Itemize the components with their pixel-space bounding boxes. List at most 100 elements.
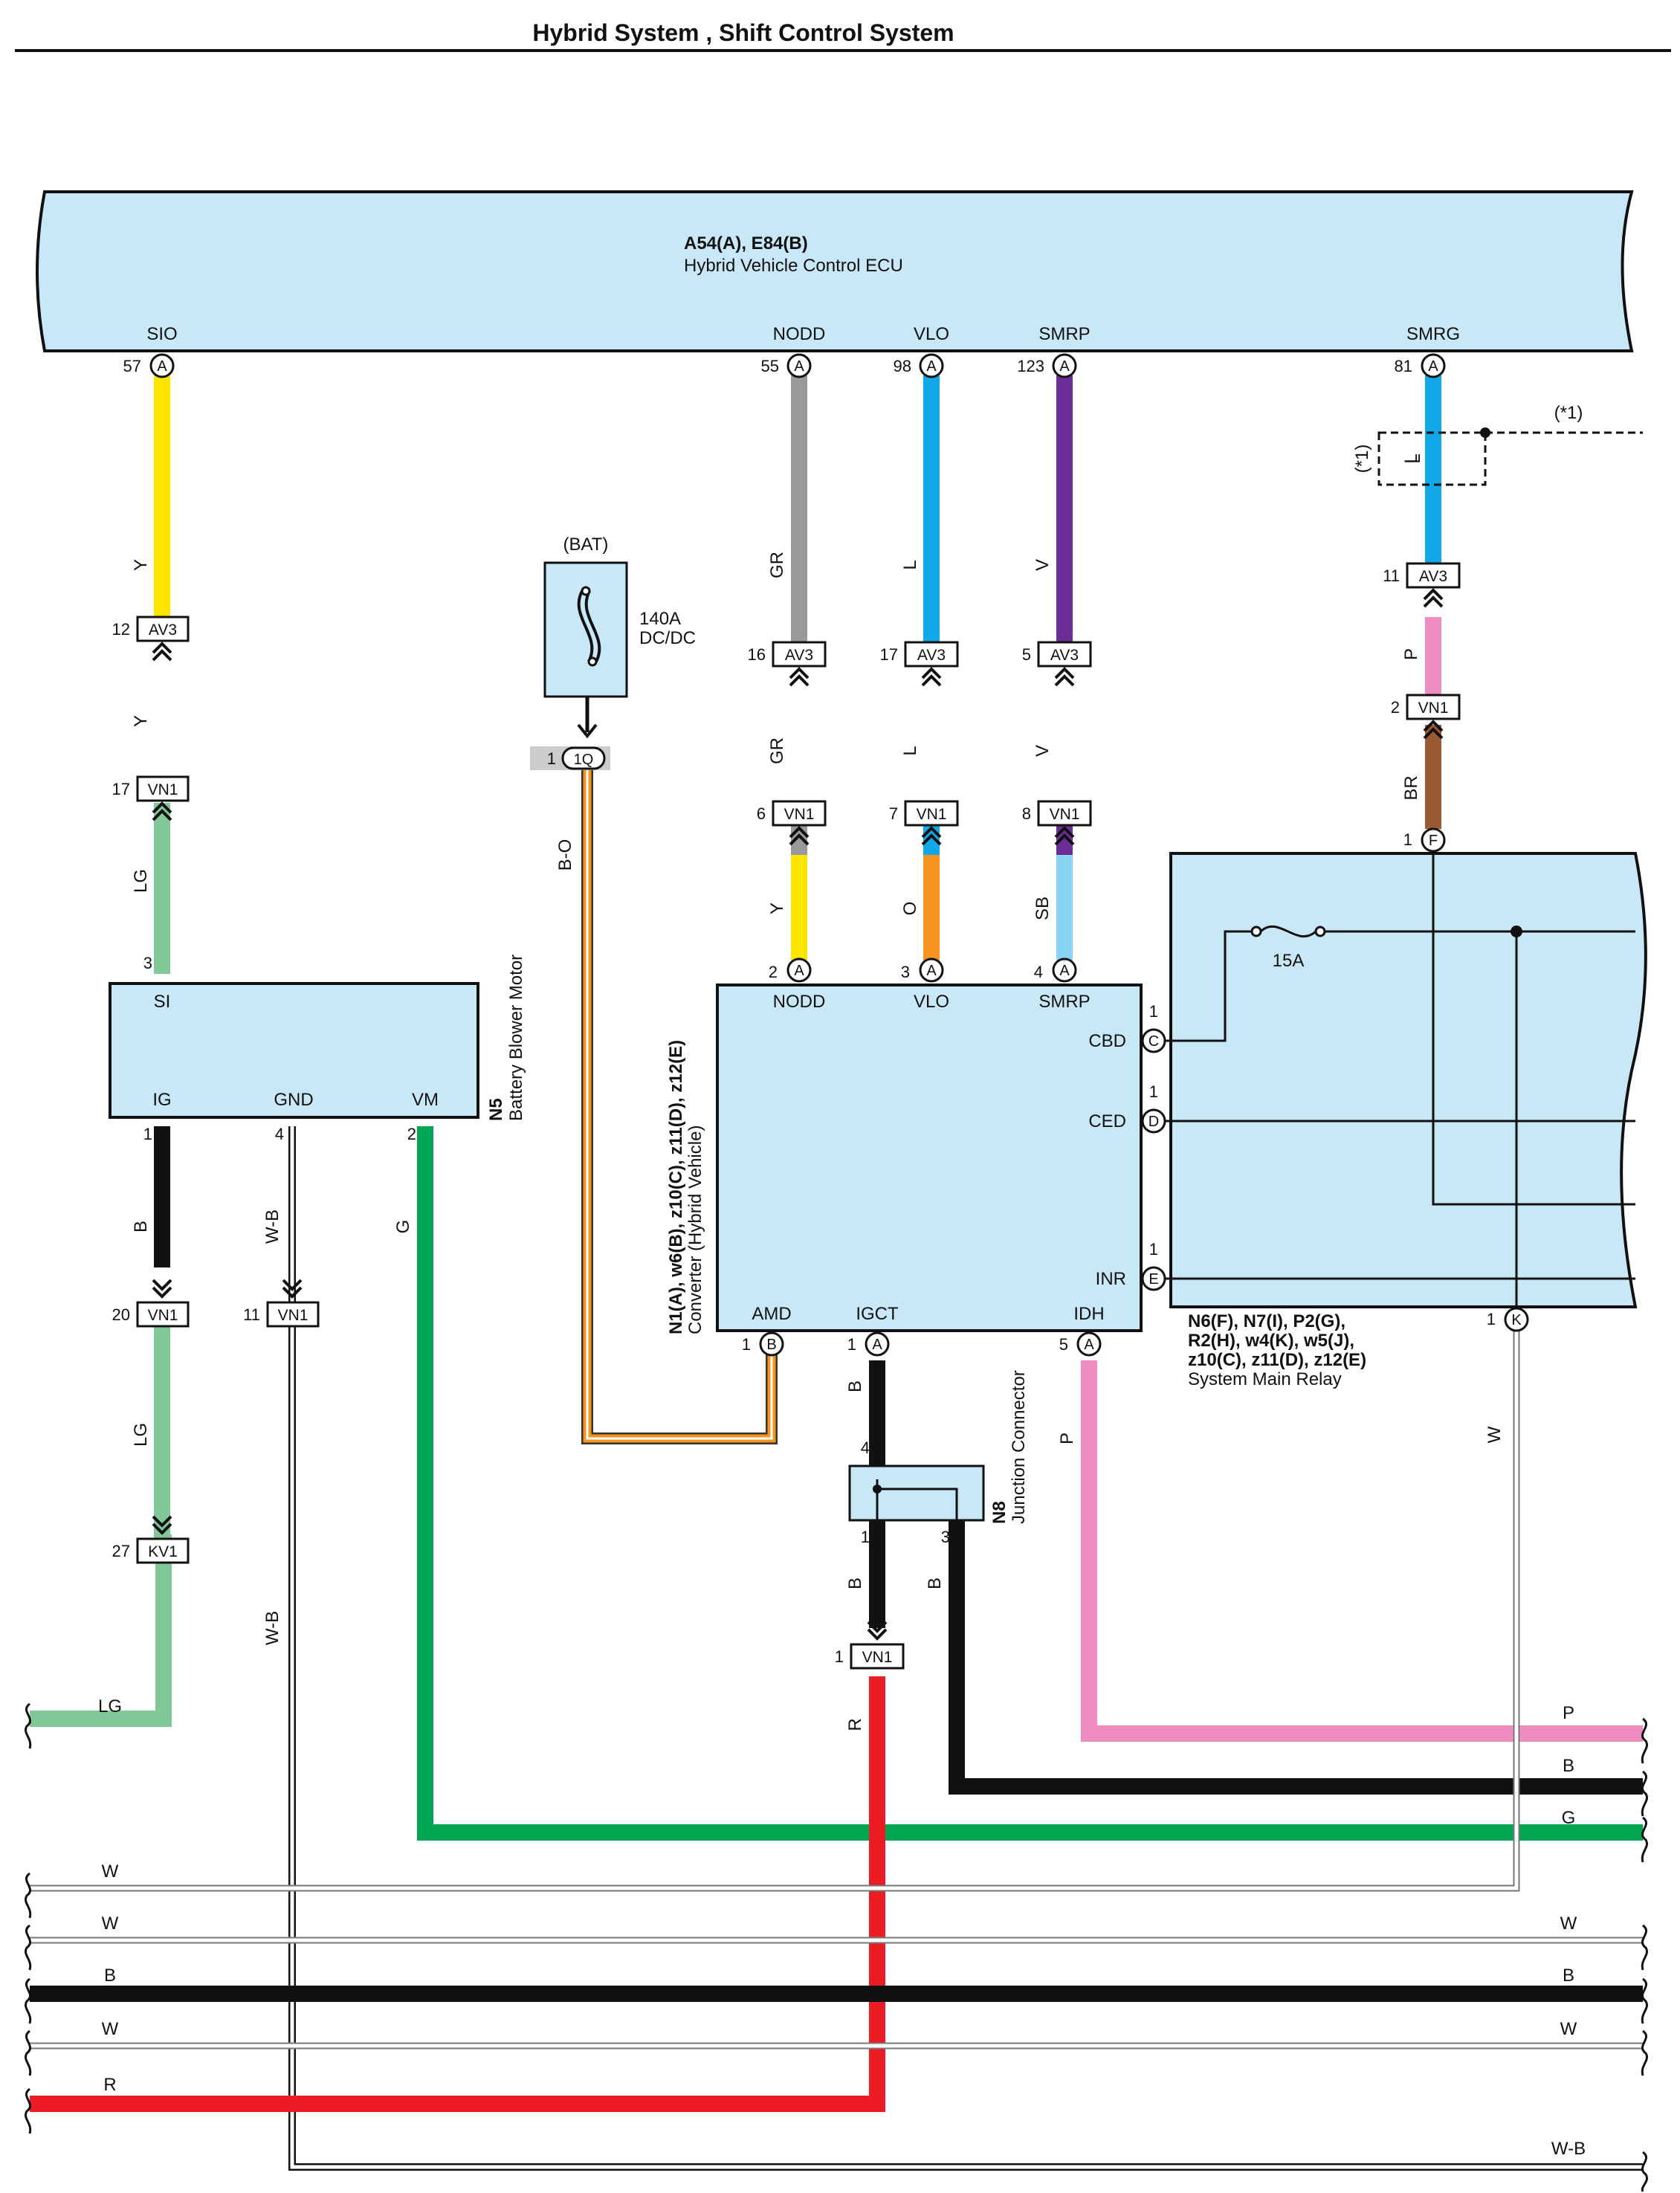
svg-text:1: 1 (1403, 830, 1412, 849)
svg-text:VN1: VN1 (862, 1649, 893, 1666)
svg-text:P: P (1057, 1433, 1077, 1444)
converter-hybrid-vehicle: N1(A), w6(B), z10(C), z11(D), z12(E) Con… (666, 957, 1166, 1357)
svg-text:Y: Y (131, 559, 151, 571)
svg-text:VN1: VN1 (1050, 806, 1080, 823)
svg-text:6: 6 (757, 804, 766, 823)
svg-text:V: V (1033, 559, 1053, 571)
ecu-box: A54(A), E84(B) Hybrid Vehicle Control EC… (36, 190, 1634, 352)
svg-text:3: 3 (901, 963, 910, 981)
svg-text:123: 123 (1017, 357, 1044, 375)
svg-text:81: 81 (1395, 357, 1412, 375)
ecu-terminal-sio: SIO 57 A (123, 324, 178, 378)
ecu-name: A54(A), E84(B) (684, 233, 808, 253)
svg-text:(*1): (*1) (1554, 403, 1583, 423)
ecu-terminal-smrp: SMRP 123 A (1017, 324, 1091, 378)
svg-text:8: 8 (1022, 804, 1031, 823)
connector-vn1-1: VN1 1 (835, 1621, 905, 1670)
svg-text:SB: SB (1033, 897, 1053, 920)
svg-text:B: B (131, 1221, 151, 1233)
svg-text:A: A (794, 358, 804, 375)
svg-text:L: L (1404, 453, 1424, 463)
svg-text:N1(A), w6(B), z10(C), z11(D),: N1(A), w6(B), z10(C), z11(D), z12(E) (666, 1040, 686, 1334)
svg-text:VN1: VN1 (148, 1307, 178, 1324)
svg-text:A: A (794, 963, 804, 979)
svg-text:98: 98 (894, 357, 911, 375)
svg-text:VLO: VLO (914, 992, 949, 1012)
svg-text:12: 12 (112, 620, 130, 639)
svg-text:A: A (1428, 358, 1438, 375)
svg-text:R: R (103, 2075, 116, 2095)
svg-text:LG: LG (131, 869, 151, 893)
svg-text:z10(C), z11(D), z12(E): z10(C), z11(D), z12(E) (1188, 1350, 1366, 1370)
svg-text:A: A (926, 358, 937, 375)
connector-av3-5: AV3 5 (1022, 641, 1092, 687)
svg-text:CBD: CBD (1088, 1031, 1126, 1051)
svg-text:L: L (900, 746, 920, 755)
ecu-terminal-nodd: NODD 55 A (761, 324, 825, 378)
svg-text:AV3: AV3 (785, 647, 813, 664)
svg-text:B: B (766, 1337, 776, 1353)
svg-text:GND: GND (274, 1090, 313, 1110)
svg-text:17: 17 (112, 780, 130, 798)
page-title: Hybrid System , Shift Control System (532, 19, 954, 46)
svg-text:B: B (845, 1577, 865, 1589)
svg-text:VN1: VN1 (278, 1307, 308, 1324)
svg-text:C: C (1148, 1033, 1159, 1050)
svg-text:R: R (845, 1718, 865, 1731)
svg-text:LG: LG (131, 1423, 151, 1447)
svg-text:BR: BR (1401, 775, 1421, 800)
svg-text:SMRP: SMRP (1038, 324, 1090, 344)
svg-text:G: G (393, 1220, 413, 1234)
svg-text:1: 1 (1487, 1310, 1496, 1328)
svg-text:VN1: VN1 (148, 781, 178, 798)
svg-text:7: 7 (889, 804, 898, 823)
svg-text:AV3: AV3 (1050, 647, 1079, 664)
svg-text:1: 1 (1149, 1002, 1158, 1021)
svg-text:AV3: AV3 (1419, 568, 1447, 585)
svg-text:5: 5 (1022, 645, 1031, 664)
optional-block: (*1) (*1) L (1352, 403, 1643, 486)
svg-text:15A: 15A (1273, 951, 1305, 971)
svg-text:D: D (1148, 1114, 1159, 1130)
svg-text:VM: VM (412, 1090, 439, 1110)
svg-text:SMRP: SMRP (1038, 992, 1090, 1012)
svg-text:IG: IG (152, 1090, 171, 1110)
svg-text:F: F (1429, 833, 1438, 849)
svg-text:G: G (1562, 1808, 1576, 1828)
svg-text:Converter (Hybrid Vehicle): Converter (Hybrid Vehicle) (685, 1125, 705, 1334)
connector-vn1-11: VN1 11 (243, 1279, 320, 1328)
svg-text:W: W (1560, 1913, 1577, 1934)
svg-text:W-B: W-B (262, 1611, 282, 1645)
svg-text:AV3: AV3 (149, 621, 177, 639)
wires (30, 375, 1643, 2171)
svg-text:11: 11 (1383, 566, 1400, 585)
svg-text:N5: N5 (486, 1098, 506, 1121)
svg-text:1: 1 (143, 1125, 152, 1143)
svg-text:SMRG: SMRG (1406, 324, 1460, 344)
svg-text:1: 1 (742, 1335, 751, 1354)
svg-text:55: 55 (761, 357, 779, 375)
svg-text:K: K (1511, 1312, 1522, 1328)
svg-text:V: V (1033, 745, 1053, 757)
svg-text:B: B (104, 1966, 116, 1986)
connector-vn1-17: VN1 17 (112, 775, 190, 821)
svg-text:P: P (1401, 648, 1421, 660)
svg-text:VLO: VLO (914, 324, 949, 344)
svg-text:27: 27 (112, 1542, 130, 1560)
svg-text:W: W (102, 1913, 119, 1934)
svg-text:Battery Blower Motor: Battery Blower Motor (506, 955, 526, 1121)
svg-text:16: 16 (748, 645, 766, 664)
svg-text:System Main Relay: System Main Relay (1188, 1369, 1342, 1389)
svg-text:2: 2 (407, 1125, 416, 1143)
svg-text:Junction Connector: Junction Connector (1009, 1370, 1029, 1524)
connector-vn1-2: VN1 2 (1391, 694, 1461, 740)
svg-text:NODD: NODD (773, 992, 826, 1012)
svg-text:3: 3 (143, 954, 152, 972)
svg-text:A: A (872, 1337, 882, 1353)
wire-color-labels: Y Y LG LG LG B W-B W-B G B-O GR GR Y L L… (98, 453, 1505, 1731)
svg-text:W-B: W-B (1551, 2139, 1586, 2159)
svg-text:4: 4 (861, 1438, 870, 1457)
connector-av3-12: AV3 12 (112, 616, 190, 662)
svg-text:(*1): (*1) (1352, 445, 1372, 474)
